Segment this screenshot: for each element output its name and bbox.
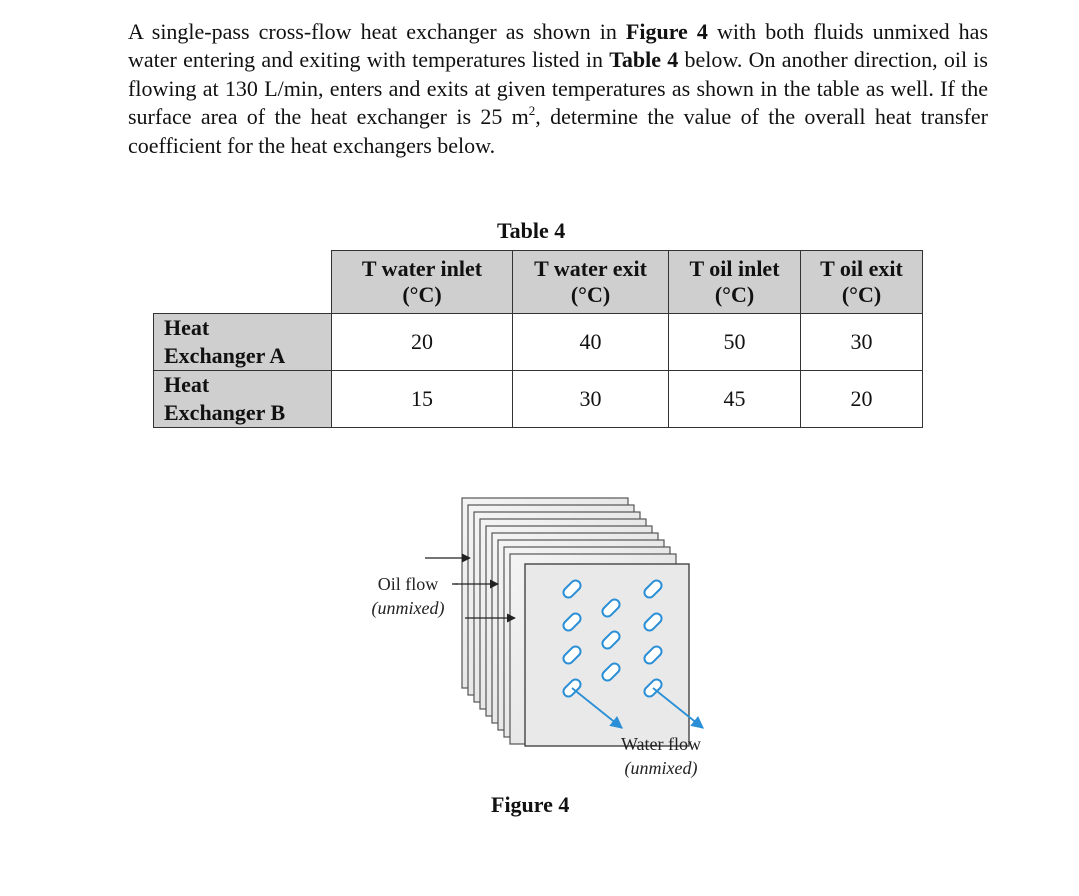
table-cell: 20 xyxy=(800,370,923,428)
cross-flow-diagram xyxy=(425,497,704,747)
table-cell: 45 xyxy=(668,370,801,428)
figure-reference: Figure 4 xyxy=(625,19,708,44)
heat-exchanger-figure: Oil flow (unmixed) Water flow (unmixed) xyxy=(340,488,740,788)
table-cell: 15 xyxy=(331,370,513,428)
problem-statement: A single-pass cross-flow heat exchanger … xyxy=(128,18,988,160)
table-cell: 30 xyxy=(512,370,669,428)
water-flow-arrows xyxy=(571,687,704,729)
header-t-water-exit: T water exit(°C) xyxy=(512,250,669,314)
water-tubes xyxy=(562,579,663,698)
water-flow-label: Water flow (unmixed) xyxy=(620,734,701,778)
problem-text-3: below. On another direction, oil is flow… xyxy=(128,47,988,130)
table-cell: 20 xyxy=(331,313,513,371)
area-exponent: 2 xyxy=(528,103,536,119)
temperature-table: T water inlet(°C) T water exit(°C) T oil… xyxy=(153,250,923,428)
table-caption: Table 4 xyxy=(497,218,566,243)
header-t-oil-exit: T oil exit(°C) xyxy=(800,250,923,314)
problem-text-4: , determine the value of the overall hea… xyxy=(128,104,988,158)
figure-caption: Figure 4 xyxy=(491,792,570,817)
oil-flow-arrows xyxy=(425,553,516,623)
problem-text-1: A single-pass cross-flow heat exchanger … xyxy=(128,19,626,44)
table-reference: Table 4 xyxy=(609,47,679,73)
table-cell: 40 xyxy=(512,313,669,371)
problem-text-2: with both fluids unmixed has water enter… xyxy=(128,19,989,73)
header-t-oil-inlet: T oil inlet(°C) xyxy=(668,250,801,314)
table-cell: 50 xyxy=(668,313,801,371)
table-corner xyxy=(154,251,332,314)
table-header-row: T water inlet(°C) T water exit(°C) T oil… xyxy=(154,250,923,314)
table-cell: 30 xyxy=(800,313,923,371)
oil-flow-label: Oil flow (unmixed) xyxy=(371,574,445,618)
header-t-water-inlet: T water inlet(°C) xyxy=(331,250,513,314)
